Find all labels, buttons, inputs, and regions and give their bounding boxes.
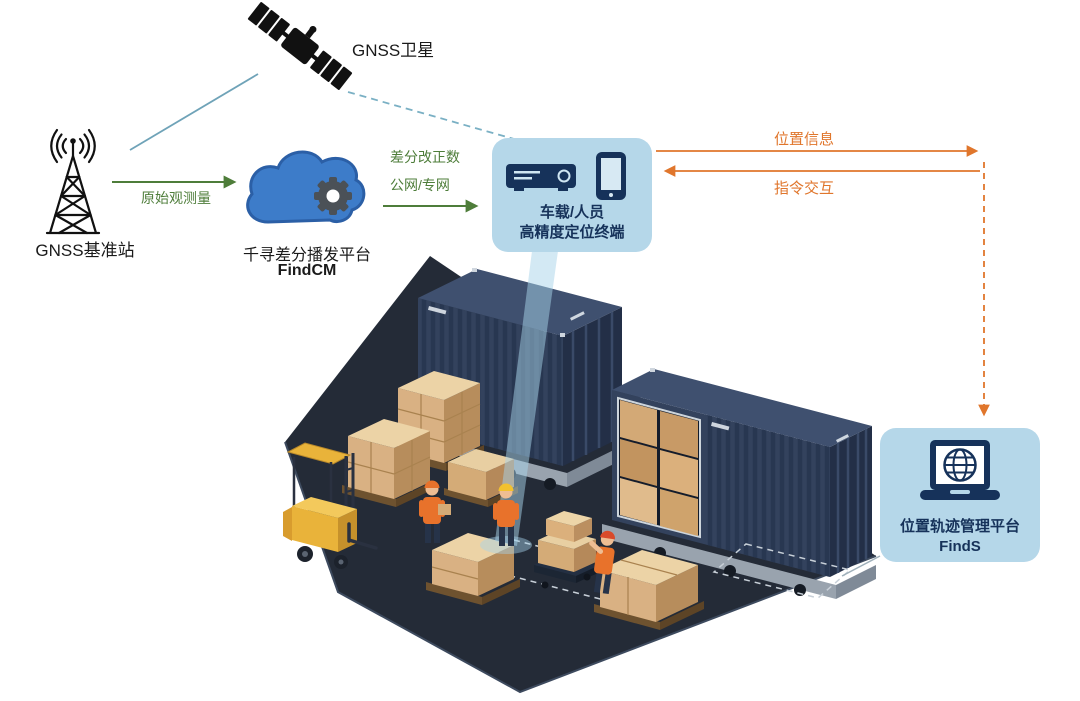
- satellite-icon: [247, 2, 353, 90]
- terminal-card: 车载/人员 高精度定位终端: [492, 138, 652, 252]
- pallet-jack: [534, 511, 598, 589]
- receiver-icon: [506, 164, 576, 191]
- signal-link-satellite-terminal: [347, 91, 515, 140]
- terminal-label-2: 高精度定位终端: [519, 224, 625, 241]
- warehouse-illustration: [283, 251, 881, 694]
- beam-glow: [480, 536, 532, 554]
- pallet-right: [594, 550, 704, 630]
- worker-2: [493, 483, 519, 546]
- terminal-label-1: 车载/人员: [539, 204, 605, 221]
- terminal-devices: [506, 152, 626, 200]
- radio-tower-icon: [45, 128, 101, 235]
- cloud-platform-product: FindCM: [277, 262, 337, 279]
- management-platform-name: 位置轨迹管理平台: [899, 518, 1020, 535]
- command-interaction-label: 指令交互: [773, 180, 834, 197]
- chassis-b: [602, 524, 876, 599]
- base-station-label: GNSS基准站: [35, 241, 135, 260]
- position-info-label: 位置信息: [773, 131, 834, 148]
- management-platform-card: 位置轨迹管理平台 FindS: [880, 428, 1040, 562]
- satellite-label: GNSS卫星: [352, 41, 435, 60]
- pallet-stack-1: [342, 419, 434, 507]
- laptop-globe-icon: [920, 440, 1000, 500]
- positioning-beam: [495, 251, 558, 546]
- worker-3: [589, 530, 615, 595]
- signal-link-satellite-base: [129, 73, 259, 151]
- container-b: [612, 368, 872, 577]
- raw-observation-label: 原始观测量: [141, 190, 211, 206]
- forklift: [283, 442, 378, 569]
- pallet-center: [426, 533, 520, 605]
- zone-callout-line: [841, 555, 881, 577]
- management-platform-product: FindS: [939, 538, 981, 555]
- smartphone-icon: [596, 152, 626, 200]
- correction-label-2: 公网/专网: [390, 177, 450, 193]
- signal-waves-icon: [50, 128, 96, 164]
- worker-1: [419, 480, 451, 543]
- correction-label-1: 差分改正数: [390, 149, 460, 165]
- zone-marking-right: [712, 543, 852, 599]
- gear-icon: [314, 177, 352, 215]
- cloud-platform-name: 千寻差分播发平台: [242, 247, 371, 264]
